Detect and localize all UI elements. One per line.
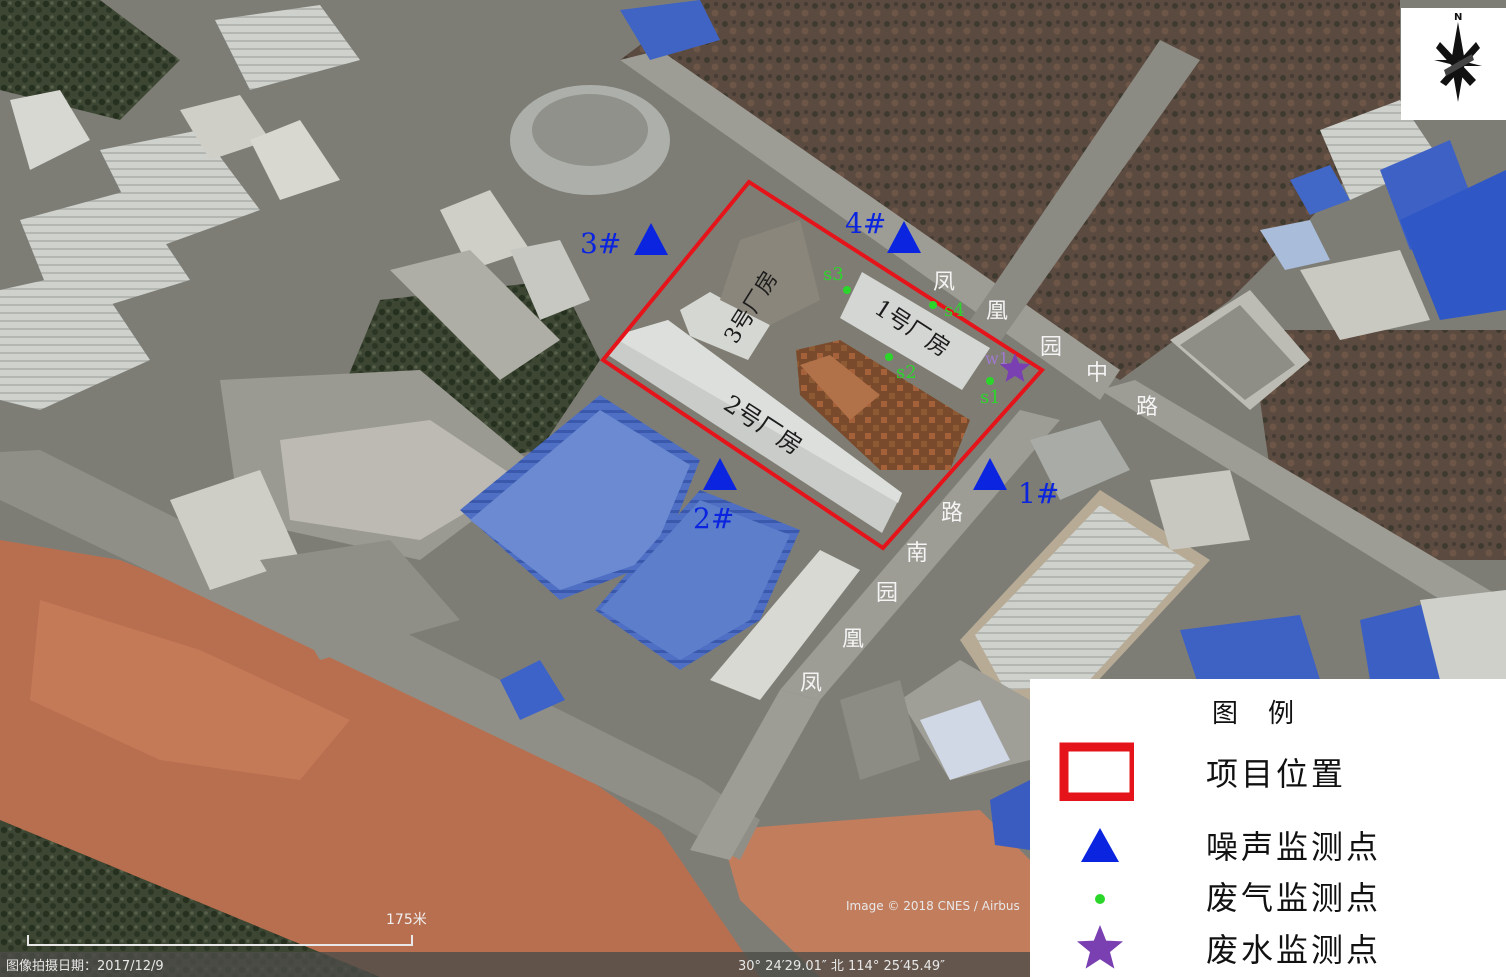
road-label-fenghuangyuan-zhonglu: 凤 凰 园 中 路 — [933, 270, 1158, 420]
legend-label: 项目位置 — [1206, 755, 1347, 793]
imagery-copyright: Image © 2018 CNES / Airbus — [846, 899, 1020, 913]
gas-point-marker — [843, 286, 851, 294]
road1-char: 园 — [1040, 335, 1062, 360]
road1-char: 凰 — [986, 299, 1008, 324]
road-label-fenghuangyuan-nanlu: 凤 凰 园 南 路 — [800, 501, 963, 696]
road1-char: 凤 — [933, 270, 955, 295]
legend-item-water-point: 废水监测点 — [1030, 917, 1506, 977]
gas-point-label: s3 — [823, 264, 844, 285]
scale-label: 175米 — [386, 912, 427, 928]
gas-point-marker — [986, 377, 994, 385]
gas-point-marker — [929, 301, 937, 309]
green-dot-icon — [1095, 894, 1105, 904]
legend-label: 废水监测点 — [1206, 931, 1382, 969]
road1-char: 路 — [1136, 395, 1158, 420]
compass-north-label: N — [1454, 12, 1462, 23]
road2-char: 园 — [876, 581, 898, 606]
legend-item-gas-point: 废气监测点 — [1030, 865, 1506, 925]
gas-point-label: s1 — [980, 387, 1001, 408]
compass-rose: N — [1401, 8, 1506, 120]
red-rectangle-icon — [1059, 742, 1134, 801]
road1-char: 中 — [1086, 361, 1108, 386]
purple-star-icon — [1077, 925, 1123, 969]
legend-item-project-location: 项目位置 — [1030, 741, 1506, 801]
water-point-label: w1 — [985, 349, 1009, 368]
noise-point-label: 3# — [580, 227, 621, 260]
project-boundary — [600, 179, 1046, 551]
blue-triangle-icon — [1081, 828, 1119, 862]
legend-label: 噪声监测点 — [1206, 828, 1382, 866]
monitoring-points: 1# 2# 3# 4# s1 s2 s3 s4 w1 — [580, 207, 1059, 535]
road2-char: 凤 — [800, 671, 822, 696]
noise-point-label: 1# — [1018, 477, 1059, 510]
legend: 图例 项目位置 噪声监测点 废气监测点 废水监测点 — [1030, 679, 1506, 977]
noise-point-marker — [634, 223, 668, 255]
legend-label: 废气监测点 — [1206, 879, 1382, 917]
noise-point-marker — [887, 221, 921, 253]
imagery-date: 图像拍摄日期：2017/12/9 — [6, 959, 164, 974]
noise-point-label: 4# — [845, 207, 886, 240]
gas-point-label: s2 — [896, 362, 917, 383]
noise-point-label: 2# — [693, 502, 734, 535]
legend-title: 图例 — [1211, 699, 1324, 729]
gas-point-label: s4 — [944, 300, 965, 321]
noise-point-marker — [973, 458, 1007, 490]
scale-bar: 175米 — [27, 912, 427, 946]
road2-char: 凰 — [842, 627, 864, 652]
imagery-coordinates: 30° 24′29.01″ 北 114° 25′45.49″ — [738, 959, 945, 974]
road2-char: 路 — [941, 501, 963, 526]
water-point-marker — [999, 353, 1031, 382]
road2-char: 南 — [906, 541, 928, 566]
noise-point-marker — [703, 458, 737, 490]
legend-item-noise-point: 噪声监测点 — [1030, 814, 1506, 874]
gas-point-marker — [885, 353, 893, 361]
